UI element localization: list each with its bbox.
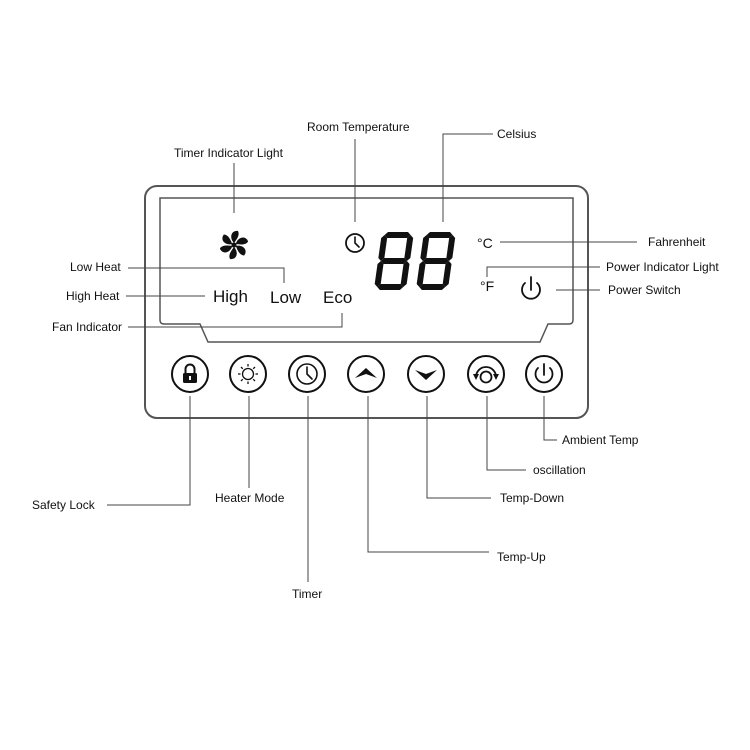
eco-indicator: Eco <box>323 288 352 307</box>
label-high-heat: High Heat <box>66 289 120 303</box>
temp-up-button[interactable] <box>347 355 385 393</box>
temp-down-button[interactable] <box>407 355 445 393</box>
safety-lock-button[interactable] <box>171 355 209 393</box>
label-timer-indicator-light: Timer Indicator Light <box>174 146 284 160</box>
oscillation-icon <box>473 366 499 384</box>
clock-icon <box>296 363 318 385</box>
label-fahrenheit: Fahrenheit <box>648 235 706 249</box>
label-room-temperature: Room Temperature <box>307 120 410 134</box>
lock-icon <box>183 363 197 383</box>
label-heater-mode: Heater Mode <box>215 491 285 505</box>
power-button[interactable] <box>525 355 563 393</box>
fahrenheit-indicator: °F <box>480 278 494 294</box>
timer-button[interactable] <box>288 355 326 393</box>
label-safety-lock: Safety Lock <box>32 498 96 512</box>
oscillation-button[interactable] <box>467 355 505 393</box>
display-window <box>159 197 574 343</box>
label-temp-up: Temp-Up <box>497 550 546 564</box>
celsius-indicator: °C <box>477 235 493 251</box>
label-fan-indicator: Fan Indicator <box>52 320 122 334</box>
label-power-indicator-light: Power Indicator Light <box>606 260 719 274</box>
label-celsius: Celsius <box>497 127 536 141</box>
heater-mode-button[interactable] <box>229 355 267 393</box>
power-indicator-icon <box>521 276 541 300</box>
timer-indicator-clock-icon <box>345 233 365 253</box>
label-timer: Timer <box>292 587 322 601</box>
power-icon <box>534 363 554 384</box>
label-oscillation: oscillation <box>533 463 586 477</box>
label-temp-down: Temp-Down <box>500 491 564 505</box>
low-indicator: Low <box>270 288 302 307</box>
fan-icon <box>219 230 249 260</box>
high-indicator: High <box>213 287 248 306</box>
temperature-digits <box>374 232 456 290</box>
panel-outer <box>144 185 589 419</box>
label-ambient-temp: Ambient Temp <box>562 433 639 447</box>
label-power-switch: Power Switch <box>608 283 681 297</box>
leader-lines <box>107 133 637 582</box>
sun-icon <box>238 364 258 384</box>
chevron-up-icon <box>355 368 377 378</box>
label-low-heat: Low Heat <box>70 260 121 274</box>
chevron-down-icon <box>415 370 437 380</box>
